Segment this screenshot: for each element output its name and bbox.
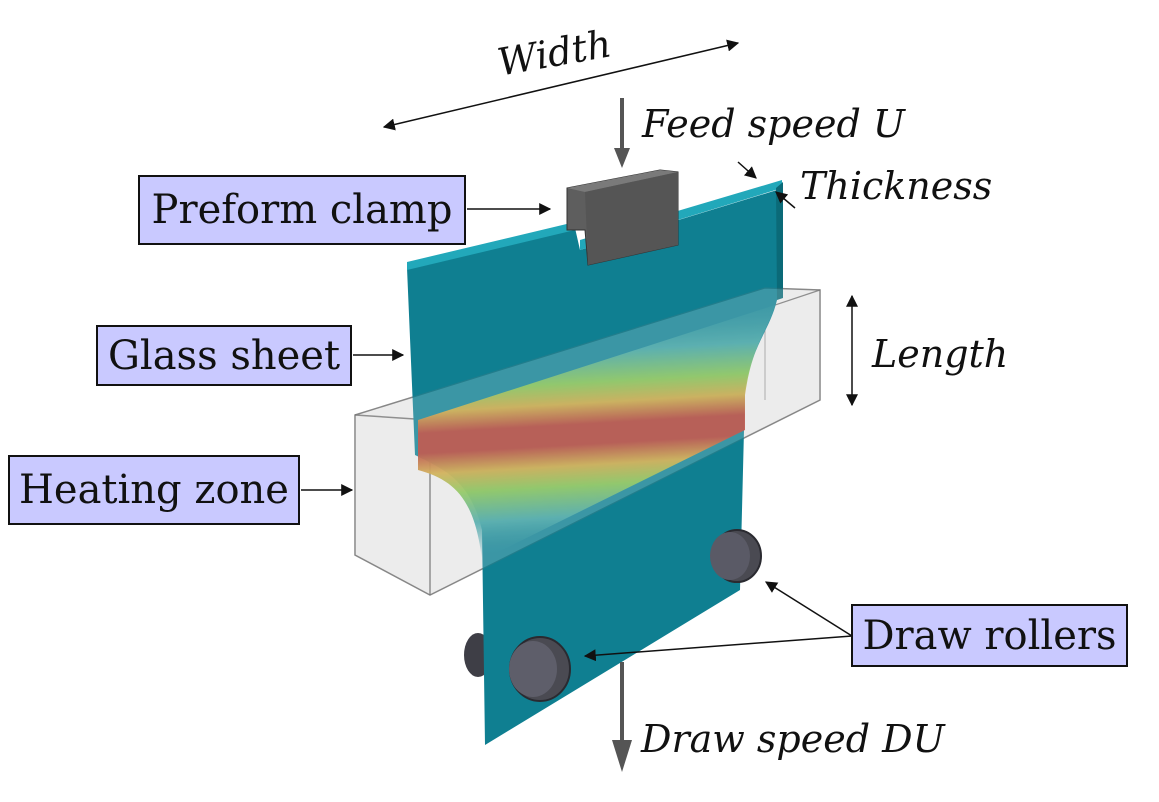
width-arrow-icon (382, 39, 740, 131)
rollers-pointer-arrow-icon-left (583, 635, 853, 662)
preform-clamp-label: Preform clamp (138, 175, 466, 245)
rollers-pointer-arrow-icon-right (764, 581, 853, 637)
draw-speed-annotation: Draw speed DU (641, 717, 945, 761)
feed-speed-arrow-icon (614, 98, 630, 168)
roller-icon-front-right (710, 529, 762, 583)
preform-clamp-shape (566, 169, 679, 266)
draw-rollers-label: Draw rollers (851, 604, 1128, 667)
feed-speed-annotation: Feed speed U (642, 102, 905, 146)
draw-speed-arrow-icon (612, 662, 632, 772)
thickness-arrow-icon-top (737, 161, 757, 179)
roller-icon-front-left (509, 636, 571, 702)
length-annotation: Length (872, 332, 1009, 376)
heating-zone-label: Heating zone (8, 455, 300, 525)
thickness-arrow-icon-bottom (775, 191, 796, 209)
glass-sheet-label: Glass sheet (96, 325, 352, 386)
thickness-annotation: Thickness (800, 164, 993, 208)
